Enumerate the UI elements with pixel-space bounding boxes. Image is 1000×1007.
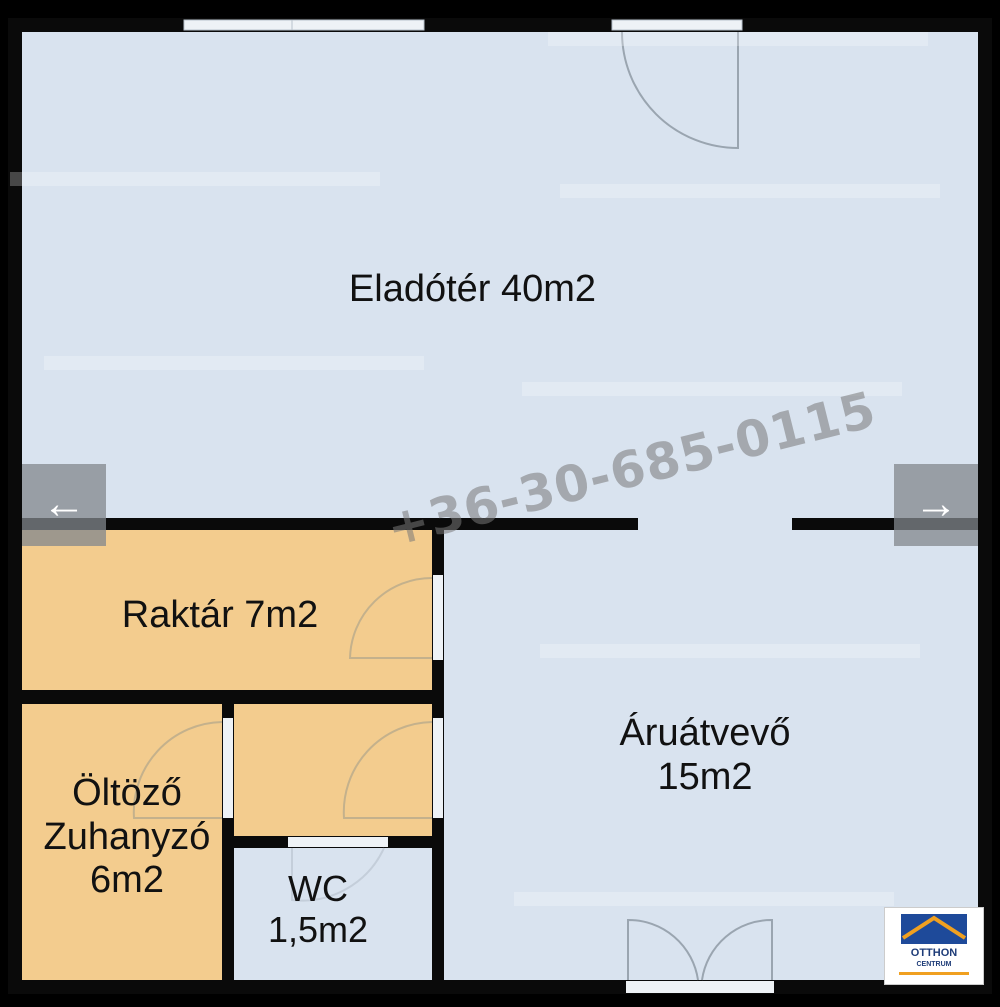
room-shower-fill xyxy=(232,700,438,840)
wall-divider-left xyxy=(8,518,638,530)
room-name: Eladótér 40m2 xyxy=(348,268,597,310)
watermark xyxy=(514,892,894,906)
door-swing-wc-arc xyxy=(291,847,385,902)
watermark xyxy=(540,644,920,658)
room-aruatvevo-fill xyxy=(440,522,978,982)
agency-logo: OTTHON CENTRUM xyxy=(884,907,984,985)
room-eladoter-fill xyxy=(20,28,978,522)
room-area: 1,5m2 xyxy=(267,909,369,951)
windows xyxy=(183,19,774,993)
arrow-right-icon: → xyxy=(914,479,958,528)
room-area: 15m2 xyxy=(657,755,753,798)
room-wc-fill xyxy=(232,846,438,982)
window-top-right xyxy=(611,19,743,31)
door-gap-shower xyxy=(433,718,443,818)
room-oltozo-fill xyxy=(20,700,226,982)
room-label-raktar: Raktár 7m2 xyxy=(80,594,360,638)
room-name: Áruátvevő xyxy=(619,712,791,754)
door-swing-entrance-left xyxy=(627,918,699,981)
door-swing-oltozo-arc xyxy=(132,721,223,819)
door-gap-entrance xyxy=(626,981,774,993)
room-name-secondary: Zuhanyzó xyxy=(43,815,211,858)
watermark xyxy=(548,32,928,46)
room-name: Öltöző xyxy=(72,772,182,814)
next-image-button[interactable]: → xyxy=(894,464,978,546)
room-label-aruatvevo: Áruátvevő 15m2 xyxy=(560,712,850,799)
room-label-oltozo: Öltöző Zuhanyzó 6m2 xyxy=(14,772,240,903)
room-label-eladoter: Eladótér 40m2 xyxy=(300,268,645,312)
room-name: Raktár 7m2 xyxy=(121,594,319,636)
door-swing-entrance-right xyxy=(701,918,773,981)
room-raktar-fill xyxy=(20,530,438,690)
door-gap-wc xyxy=(288,837,388,847)
window-top-left xyxy=(183,19,425,31)
prev-image-button[interactable]: ← xyxy=(22,464,106,546)
watermark xyxy=(10,172,380,186)
wall-outer-bottom xyxy=(8,980,992,994)
watermark xyxy=(522,382,902,396)
wall-outer-left xyxy=(8,18,22,994)
door-swing-raktar-arc xyxy=(348,577,433,659)
door-swing-top xyxy=(621,31,739,150)
logo-underline xyxy=(899,972,969,975)
room-label-wc: WC 1,5m2 xyxy=(238,868,398,951)
door-swing-shower-arc xyxy=(342,721,433,819)
door-gap-oltozo xyxy=(223,718,233,818)
watermark xyxy=(44,356,424,370)
arrow-left-icon: ← xyxy=(42,479,86,528)
watermark xyxy=(560,184,940,198)
room-area: 6m2 xyxy=(90,859,164,902)
wall-outer-top xyxy=(8,18,992,32)
wall-outer-right xyxy=(978,18,992,994)
house-roof-icon xyxy=(901,914,967,944)
door-swings xyxy=(132,31,773,981)
room-name: WC xyxy=(288,868,348,909)
logo-line2: CENTRUM xyxy=(916,961,952,968)
door-gap-raktar xyxy=(433,575,443,660)
logo-line1: OTTHON xyxy=(910,947,958,959)
